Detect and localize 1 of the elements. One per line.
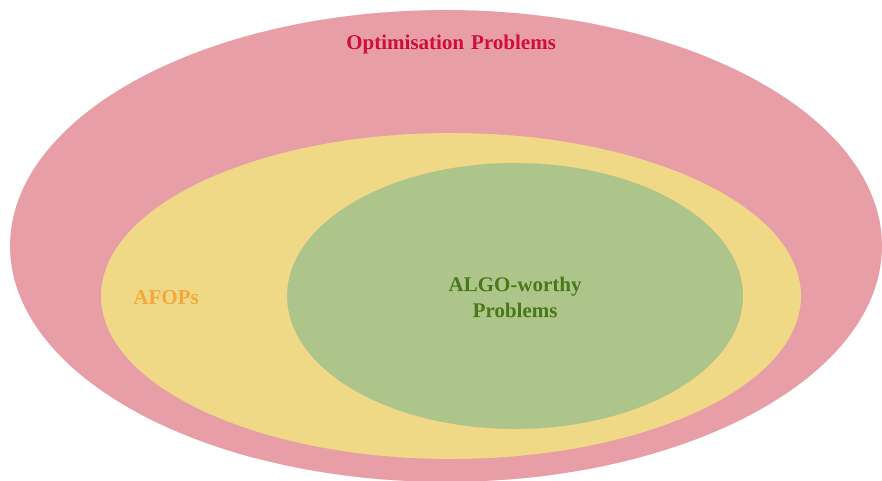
ellipse-region: ALGO-worthy Problems (287, 163, 743, 429)
